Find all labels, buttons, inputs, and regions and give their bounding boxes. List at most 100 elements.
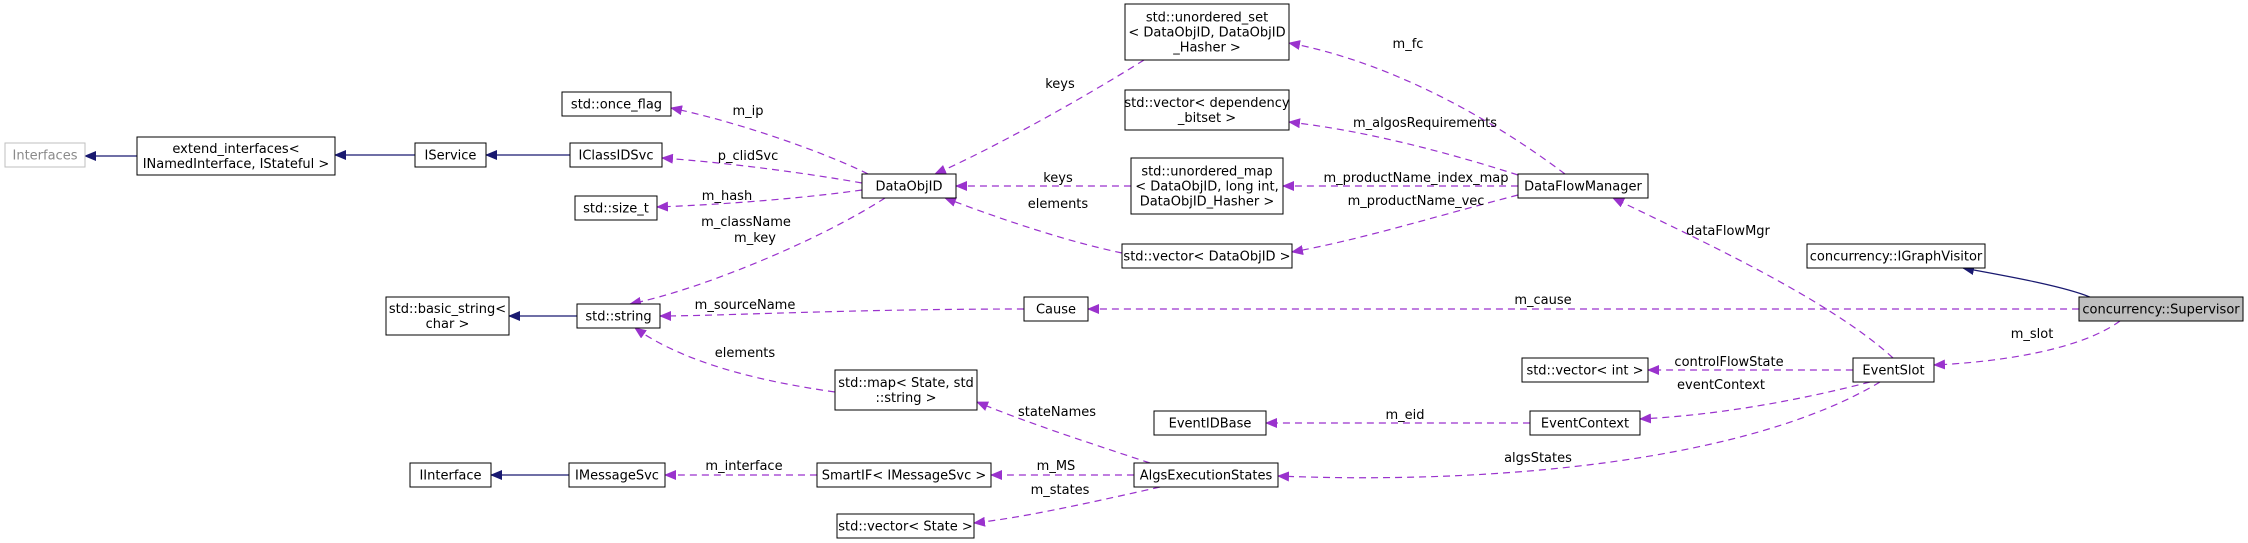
node-vector-state[interactable]: std::vector< State > [836,513,975,539]
node-imessagesvc[interactable]: IMessageSvc [568,462,666,488]
edge-unordered-set-to-dataobjid [934,59,1145,175]
node-box [576,303,661,329]
node-box [836,513,975,539]
edge-label-m-ip: m_ip [732,104,763,119]
node-label-line: EventIDBase [1169,417,1252,432]
edge-vector-dataobjid-to-dataobjid [944,197,1123,254]
edge-label-m-ms: m_MS [1037,459,1076,474]
node-supervisor[interactable]: concurrency::Supervisor [2078,296,2244,322]
node-igraphvisitor[interactable]: concurrency::IGraphVisitor [1806,243,1986,269]
node-label-line: SmartIF< IMessageSvc > [822,469,987,484]
edge-label-m-cause: m_cause [1514,293,1571,308]
node-unordered-set[interactable]: std::unordered_set< DataObjID, DataObjID… [1124,3,1290,61]
node-label-line: std::vector< int > [1526,364,1643,379]
node-box [409,462,492,488]
node-label-line: concurrency::IGraphVisitor [1810,250,1983,265]
node-label-line: std::string [585,310,651,325]
node-extend-interfaces[interactable]: extend_interfaces<INamedInterface, IStat… [136,136,336,176]
node-box [1133,462,1279,488]
edge-label-statenames: stateNames [1018,405,1096,420]
node-box [136,136,336,176]
node-label-line: char > [426,317,470,332]
node-vector-dataobjid[interactable]: std::vector< DataObjID > [1121,243,1293,269]
node-box [568,462,666,488]
edge-dataflowmanager-to-vector-dataobjid [1291,194,1519,256]
node-box [1130,157,1284,215]
node-box [2078,296,2244,322]
node-string[interactable]: std::string [576,303,661,329]
node-box [1517,173,1649,199]
node-vector-int[interactable]: std::vector< int > [1521,357,1649,383]
node-box [1121,243,1293,269]
node-box [561,91,672,117]
edge-supervisor-to-eventslot [1933,320,2121,370]
node-size-t[interactable]: std::size_t [574,195,658,221]
node-label-line: DataObjID [876,180,943,195]
edge-dataobjid-to-once-flag [670,105,869,175]
node-dataobjid[interactable]: DataObjID [861,173,957,199]
node-iservice[interactable]: IService [414,142,487,168]
edge-eventslot-to-algsexecutionstates [1277,381,1881,482]
node-box [1521,357,1649,383]
edge-label-m-productname-vec: m_productName_vec [1348,194,1485,209]
node-label-line: std::vector< State > [838,520,973,535]
node-once-flag[interactable]: std::once_flag [561,91,672,117]
node-label-line: std::once_flag [571,98,662,113]
node-label-line: IInterface [419,469,481,484]
node-iinterface[interactable]: IInterface [409,462,492,488]
node-label-line: < DataObjID, DataObjID [1128,26,1285,41]
node-box [1124,3,1290,61]
node-basic-string[interactable]: std::basic_string<char > [385,296,510,336]
edge-dataobjid-to-string-classname [629,197,886,307]
edge-algsexecutionstates-to-vector-state [973,486,1161,527]
edge-label-m-productname-index-map: m_productName_index_map [1324,171,1509,186]
node-label-line: EventSlot [1862,364,1924,379]
node-iclassidsvc[interactable]: IClassIDSvc [569,142,663,168]
node-eventslot[interactable]: EventSlot [1852,357,1935,383]
node-label-line: INamedInterface, IStateful > [143,157,330,172]
node-eventcontext[interactable]: EventContext [1529,410,1641,436]
node-label-line: EventContext [1541,417,1629,432]
node-box [574,195,658,221]
edge-label-m-fc: m_fc [1393,37,1424,52]
edge-label-m-sourcename: m_sourceName [695,298,796,313]
edge-label-m-slot: m_slot [2011,327,2054,342]
node-label-line: concurrency::Supervisor [2082,303,2240,318]
edge-label-controlflowstate: controlFlowState [1674,355,1783,370]
node-box [1124,89,1290,131]
edge-label-m-hash: m_hash [702,189,752,204]
node-label-line: std::basic_string< [389,302,506,317]
edge-dataobjid-to-size-t [656,189,863,212]
node-interfaces[interactable]: Interfaces [4,142,86,168]
edge-supervisor-to-igraphvisitor [1962,265,2091,298]
node-box [1806,243,1986,269]
node-label-line: AlgsExecutionStates [1140,469,1273,484]
node-label-line: std::vector< dependency [1124,96,1290,111]
node-algsexecutionstates[interactable]: AlgsExecutionStates [1133,462,1279,488]
node-label-line: < DataObjID, long int, [1135,180,1279,195]
node-vector-dependency[interactable]: std::vector< dependency_bitset > [1124,89,1290,131]
node-box [816,462,992,488]
node-label-line: std::unordered_set [1146,11,1268,26]
node-unordered-map[interactable]: std::unordered_map< DataObjID, long int,… [1130,157,1284,215]
edge-label-keys-map: keys [1043,171,1073,186]
node-label-line: std::map< State, std [838,376,974,391]
edge-label-p-clidsvc: p_clidSvc [718,149,778,164]
node-label-line: IService [425,149,477,164]
edge-label-m-classname: m_className [701,215,791,230]
node-map-state[interactable]: std::map< State, std::string > [834,369,978,411]
edge-algsexecutionstates-to-map-state [976,401,1151,464]
node-eventidbase[interactable]: EventIDBase [1153,410,1267,436]
node-label-line: DataObjID_Hasher > [1140,195,1275,210]
edge-label-m-key: m_key [734,231,776,246]
node-box [569,142,663,168]
node-cause[interactable]: Cause [1023,296,1089,322]
node-smartif[interactable]: SmartIF< IMessageSvc > [816,462,992,488]
node-label-line: DataFlowManager [1524,180,1642,195]
node-label-line: IMessageSvc [575,469,659,484]
node-dataflowmanager[interactable]: DataFlowManager [1517,173,1649,199]
edge-label-m-interface: m_interface [705,459,782,474]
node-box [1023,296,1089,322]
node-box [385,296,510,336]
node-label-line: extend_interfaces< [172,142,299,157]
